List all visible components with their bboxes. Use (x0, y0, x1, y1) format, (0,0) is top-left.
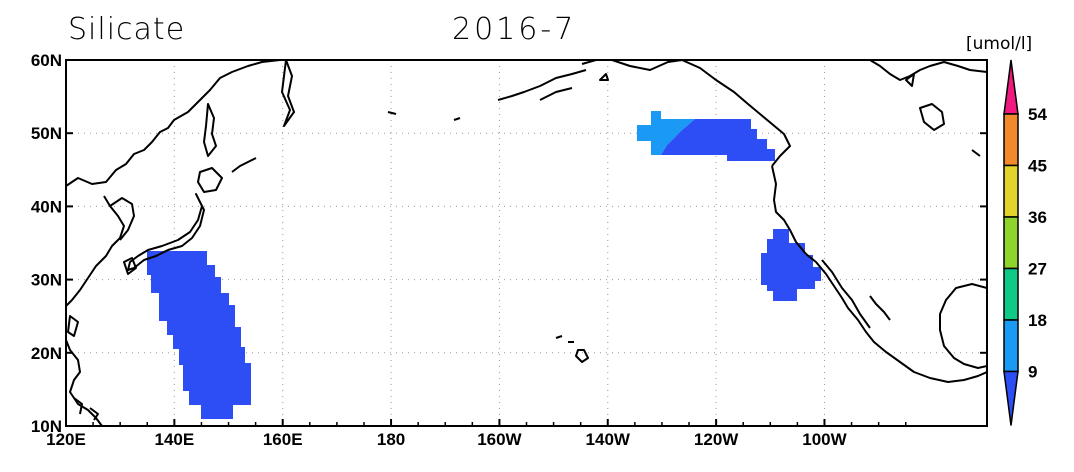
fill-patch-gulf-alaska-low (661, 119, 775, 161)
coast-philippines (73, 397, 99, 421)
colorbar-segment (1003, 164, 1019, 218)
coastlines (66, 60, 987, 426)
colorbar-bottom-arrow (1003, 370, 1019, 426)
x-tick-label: 120E (46, 430, 86, 449)
colorbar-segment (1003, 113, 1019, 167)
coast-hokkaido (197, 167, 223, 193)
colorbar-label: 45 (1028, 157, 1047, 176)
colorbar: 54 45 36 27 18 9 (1003, 59, 1047, 426)
coast-korea (109, 197, 135, 241)
y-tick-label: 50N (31, 124, 62, 143)
silicate-shading (147, 111, 821, 419)
coast-north-america (771, 165, 987, 383)
colorbar-label: 36 (1028, 208, 1047, 227)
y-tick-label: 10N (31, 417, 62, 436)
colorbar-label: 27 (1028, 260, 1047, 279)
y-tick-label: 40N (31, 197, 62, 216)
x-tick-label: 140W (586, 430, 631, 449)
colorbar-segment (1003, 216, 1019, 270)
y-axis-ticks: 10N 20N 30N 40N 50N 60N (31, 51, 987, 436)
x-tick-label: 140E (155, 430, 195, 449)
coast-alaska (581, 60, 791, 167)
date-title: 2016-7 (452, 12, 577, 47)
x-tick-label: 120W (694, 430, 739, 449)
y-tick-label: 20N (31, 344, 62, 363)
colorbar-label: 9 (1028, 363, 1037, 382)
x-tick-label: 160E (263, 430, 303, 449)
coast-taiwan (67, 315, 79, 337)
colorbar-segment (1003, 267, 1019, 321)
x-tick-label: 100W (802, 430, 847, 449)
coast-kamchatka (231, 60, 295, 173)
fill-patch-gulf-alaska-mid (637, 111, 695, 155)
x-tick-label: 180 (377, 430, 405, 449)
y-tick-label: 30N (31, 271, 62, 290)
fill-patch-california (761, 229, 821, 301)
colorbar-top-arrow (1003, 59, 1019, 115)
variable-title: Silicate (68, 12, 186, 47)
x-tick-label: 160W (477, 430, 522, 449)
coast-honshu (127, 193, 205, 271)
colorbar-segment (1003, 319, 1019, 373)
coast-hawaii (555, 335, 589, 363)
coast-asia (66, 60, 281, 426)
coast-canada (869, 60, 987, 157)
colorbar-label: 54 (1028, 105, 1047, 124)
unit-label: [umol/l] (966, 34, 1033, 54)
x-axis-ticks: 120E 140E 160E 180 160W 140W 120W 100W (46, 419, 907, 449)
y-tick-label: 60N (31, 51, 62, 70)
coast-sakhalin (203, 103, 217, 157)
coast-aleutians (387, 69, 587, 121)
coast-yucatan (939, 283, 987, 369)
colorbar-label: 18 (1028, 311, 1047, 330)
coast-kyushu (123, 257, 137, 275)
fill-patch-western-pacific (147, 251, 251, 419)
